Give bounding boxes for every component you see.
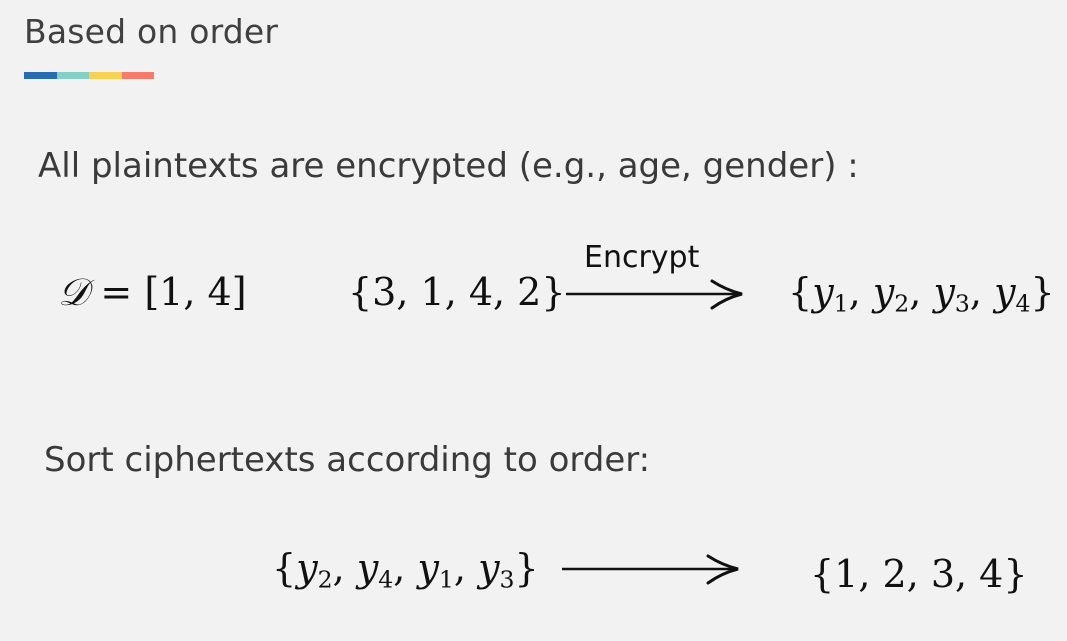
- domain-equals: =: [100, 270, 133, 314]
- order-result-set: {1, 2, 3, 4}: [810, 552, 1028, 596]
- ciphertext-set: {y1, y2, y3, y4}: [788, 270, 1055, 318]
- ciphertext-subscript: 2: [894, 289, 910, 318]
- accent-color-bar: [24, 72, 154, 79]
- domain-expression: 𝒟 = [1, 4]: [58, 270, 247, 315]
- page-title: Based on order: [24, 12, 279, 51]
- plaintext-set: {3, 1, 4, 2}: [348, 270, 566, 314]
- ciphertext-y: y: [994, 270, 1016, 314]
- ciphertext-subscript: 4: [1015, 289, 1031, 318]
- ciphertext-y: y: [933, 270, 955, 314]
- encrypt-label: Encrypt: [584, 240, 700, 275]
- ciphertext-close-brace: }: [1030, 270, 1055, 314]
- accent-swatch-salmon: [121, 72, 154, 79]
- ciphertext-open-brace: {: [788, 270, 813, 314]
- sorted-y: y: [478, 546, 500, 590]
- sorted-y: y: [296, 546, 318, 590]
- sorted-subscript: 3: [499, 565, 515, 594]
- accent-swatch-teal: [56, 72, 89, 79]
- sorted-subscript: 1: [438, 565, 454, 594]
- ciphertext-subscript: 3: [954, 289, 970, 318]
- sorted-subscript: 4: [378, 565, 394, 594]
- plaintext-statement: All plaintexts are encrypted (e.g., age,…: [38, 146, 859, 186]
- sorted-open-brace: {: [272, 546, 297, 590]
- ciphertext-y: y: [872, 270, 895, 314]
- sorted-ciphertext-set: {y2, y4, y1, y3}: [272, 546, 539, 594]
- domain-symbol: 𝒟: [58, 270, 89, 314]
- domain-interval: [1, 4]: [144, 270, 247, 314]
- ciphertext-subscript: 1: [833, 289, 849, 318]
- ciphertext-y: y: [812, 270, 834, 314]
- sorted-y: y: [417, 546, 439, 590]
- sort-statement: Sort ciphertexts according to order:: [44, 440, 651, 480]
- sorted-close-brace: }: [514, 546, 539, 590]
- sorted-y: y: [356, 546, 379, 590]
- sort-arrow-icon: [562, 554, 739, 585]
- accent-swatch-yellow: [89, 72, 122, 79]
- sorted-subscript: 2: [317, 565, 333, 594]
- accent-swatch-blue: [24, 72, 57, 79]
- encrypt-arrow-icon: [566, 279, 743, 310]
